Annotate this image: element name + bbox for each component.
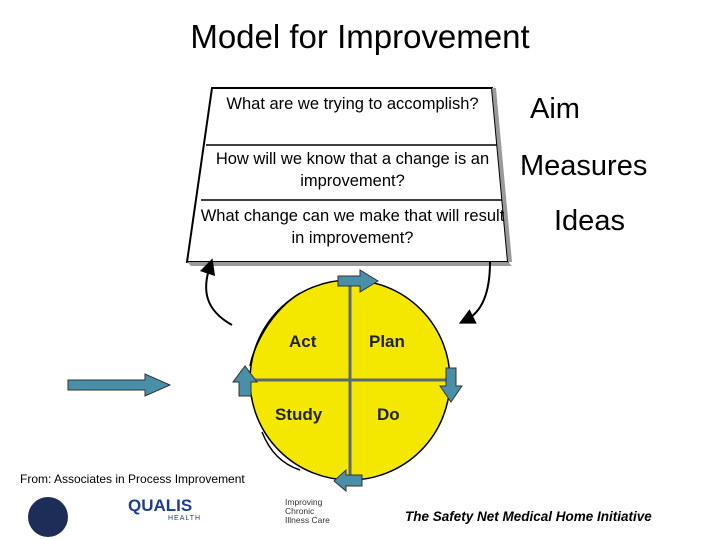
iccc-logo: Improving Chronic Illness Care xyxy=(285,498,330,525)
label-measures: Measures xyxy=(520,150,648,182)
cycle-arrow-bottom xyxy=(333,468,363,493)
left-feedback-arrow xyxy=(199,258,233,326)
label-aim: Aim xyxy=(530,93,580,125)
initiative-tagline: The Safety Net Medical Home Initiative xyxy=(405,509,652,524)
seal-logo xyxy=(28,497,68,537)
qualis-logo: QUALIS xyxy=(128,496,193,515)
pdsa-act: Act xyxy=(289,332,317,351)
source-credit: From: Associates in Process Improvement xyxy=(20,472,245,486)
question-measures: How will we know that a change is an imp… xyxy=(215,150,490,190)
page-title: Model for Improvement xyxy=(190,18,530,55)
iccc-logo-line: Chronic xyxy=(285,506,315,516)
iccc-logo-line: Illness Care xyxy=(285,515,330,525)
cycle-arrow-right xyxy=(439,367,463,403)
question-funnel xyxy=(185,87,512,266)
right-feedback-arrow xyxy=(458,261,491,324)
pdsa-study: Study xyxy=(275,405,323,424)
pdsa-do: Do xyxy=(377,405,400,424)
cycle-arrow-top xyxy=(337,269,379,293)
question-aim: What are we trying to accomplish? xyxy=(226,95,479,113)
pdsa-cycle xyxy=(249,279,451,481)
label-ideas: Ideas xyxy=(554,205,625,237)
iccc-logo-line: Improving xyxy=(285,497,323,507)
entry-arrow xyxy=(67,373,172,397)
qualis-logo-sub: HEALTH xyxy=(168,515,202,522)
question-ideas: What change can we make that will result… xyxy=(200,207,505,247)
cycle-arrow-left xyxy=(232,365,258,397)
pdsa-plan: Plan xyxy=(369,332,405,351)
